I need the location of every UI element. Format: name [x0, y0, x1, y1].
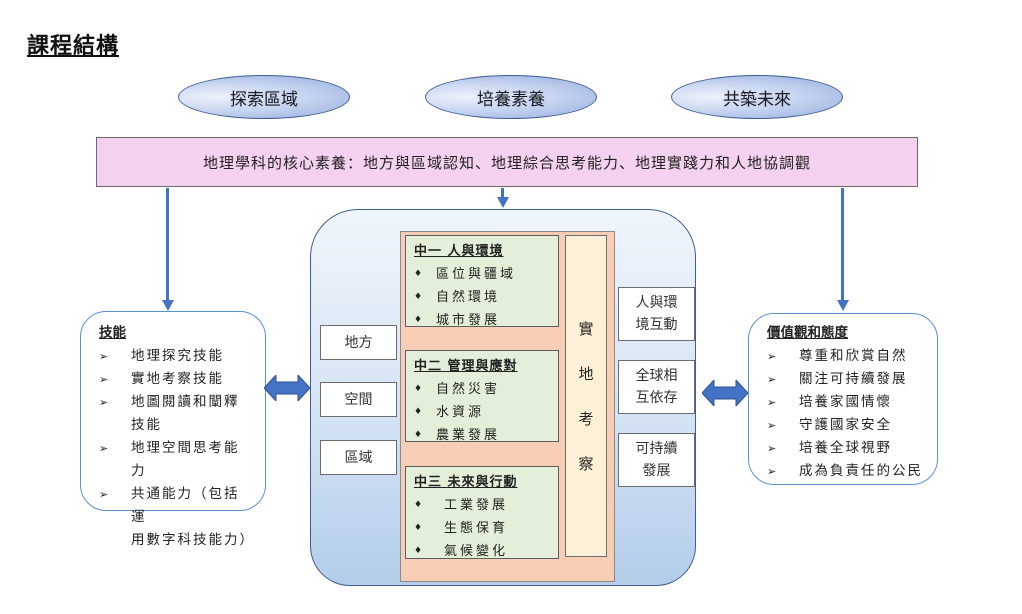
arrow-bullet-icon: ➢	[767, 465, 777, 478]
arrow-to-center-line	[501, 188, 504, 197]
arrow-bullet-icon: ➢	[99, 373, 109, 386]
diamond-bullet-icon: ♦	[414, 430, 423, 440]
diamond-bullet-icon: ♦	[414, 269, 423, 279]
topic-item: ♦生態保育	[414, 517, 550, 540]
concept-global-interdependence: 全球相互依存	[618, 360, 695, 414]
arrow-bullet-icon: ➢	[767, 396, 777, 409]
diamond-bullet-icon: ♦	[414, 384, 423, 394]
list-item: ➢成為負責任的公民	[767, 460, 925, 483]
list-item-continuation: 用數字科技能力）	[131, 532, 255, 548]
topic-item: ♦工業發展	[414, 494, 550, 517]
topic-item: ♦城市發展	[414, 309, 550, 332]
fieldwork-char: 地	[578, 365, 594, 383]
arrow-bullet-icon: ➢	[99, 396, 109, 409]
fieldwork-char: 察	[578, 455, 594, 473]
concept-space: 空間	[320, 382, 397, 417]
diamond-bullet-icon: ♦	[414, 315, 423, 325]
fieldwork-column: 實 地 考 察	[565, 235, 607, 557]
arrow-to-values-line	[841, 188, 844, 300]
topic-s2: 中二 管理與應對 ♦自然災害 ♦水資源 ♦農業發展	[405, 350, 559, 443]
fieldwork-char: 實	[578, 320, 594, 338]
topic-item: ♦自然災害	[414, 378, 550, 401]
list-item: ➢地理探究技能	[99, 345, 253, 368]
topic-heading: 中一 人與環境	[414, 244, 504, 259]
topic-item: ♦自然環境	[414, 286, 550, 309]
list-item-continuation: 技能	[131, 417, 162, 433]
values-box: 價值觀和態度 ➢尊重和欣賞自然 ➢關注可持續發展 ➢培養家國情懷 ➢守護國家安全…	[748, 313, 938, 485]
topic-s1: 中一 人與環境 ♦區位與疆域 ♦自然環境 ♦城市發展	[405, 235, 559, 328]
values-heading: 價值觀和態度	[767, 325, 848, 341]
double-arrow-right-icon	[702, 380, 748, 406]
list-item: ➢地理空間思考能力	[99, 437, 253, 483]
list-item: ➢守護國家安全	[767, 414, 925, 437]
topic-heading: 中二 管理與應對	[414, 359, 518, 374]
diamond-bullet-icon: ♦	[414, 500, 423, 510]
diamond-bullet-icon: ♦	[414, 407, 423, 417]
page-title: 課程結構	[27, 33, 120, 59]
diamond-bullet-icon: ♦	[414, 292, 423, 302]
core-competency-bar: 地理學科的核心素養：地方與區域認知、地理綜合思考能力、地理實踐力和人地協調觀	[96, 137, 918, 187]
list-item: ➢培養家國情懷	[767, 391, 925, 414]
topic-s3: 中三 未來與行動 ♦工業發展 ♦生態保育 ♦氣候變化	[405, 466, 559, 559]
skills-box: 技能 ➢地理探究技能 ➢實地考察技能 ➢地圖閱讀和闡釋 技能 ➢地理空間思考能力…	[80, 311, 266, 548]
concept-human-environment: 人與環境互動	[618, 287, 695, 341]
arrow-bullet-icon: ➢	[767, 373, 777, 386]
list-item: ➢實地考察技能	[99, 368, 253, 391]
arrow-bullet-icon: ➢	[99, 488, 109, 501]
concept-sustainable-development: 可持續發展	[618, 433, 695, 487]
values-list: ➢尊重和欣賞自然 ➢關注可持續發展 ➢培養家國情懷 ➢守護國家安全 ➢培養全球視…	[767, 345, 925, 483]
topic-item: ♦氣候變化	[414, 540, 550, 563]
arrow-bullet-icon: ➢	[99, 442, 109, 455]
ellipse-cultivate-literacy: 培養素養	[425, 75, 597, 119]
arrow-bullet-icon: ➢	[767, 350, 777, 363]
topic-item: ♦農業發展	[414, 424, 550, 447]
diamond-bullet-icon: ♦	[414, 523, 423, 533]
core-competency-text: 地理學科的核心素養：地方與區域認知、地理綜合思考能力、地理實踐力和人地協調觀	[202, 153, 811, 172]
ellipse-build-future: 共築未來	[671, 75, 843, 119]
arrow-down-icon	[161, 300, 174, 311]
topic-item: ♦區位與疆域	[414, 263, 550, 286]
diamond-bullet-icon: ♦	[414, 546, 423, 556]
list-item: ➢尊重和欣賞自然	[767, 345, 925, 368]
arrow-bullet-icon: ➢	[767, 419, 777, 432]
ellipse-explore-regions: 探索區域	[178, 75, 350, 119]
list-item: ➢地圖閱讀和闡釋	[99, 391, 253, 414]
arrow-to-skills-line	[166, 188, 169, 300]
topic-item: ♦水資源	[414, 401, 550, 424]
concept-place: 地方	[320, 325, 397, 360]
arrow-bullet-icon: ➢	[767, 442, 777, 455]
skills-list: ➢地理探究技能 ➢實地考察技能 ➢地圖閱讀和闡釋 技能 ➢地理空間思考能力 ➢共…	[99, 345, 253, 552]
skills-heading: 技能	[99, 325, 126, 341]
arrow-down-icon	[836, 300, 849, 311]
arrow-down-icon	[496, 197, 509, 208]
arrow-bullet-icon: ➢	[99, 350, 109, 363]
fieldwork-char: 考	[578, 410, 594, 428]
double-arrow-left-icon	[264, 375, 310, 401]
list-item: ➢培養全球視野	[767, 437, 925, 460]
topic-heading: 中三 未來與行動	[414, 475, 518, 490]
concept-region: 區域	[320, 440, 397, 475]
list-item: ➢共通能力（包括運	[99, 483, 253, 529]
list-item: ➢關注可持續發展	[767, 368, 925, 391]
